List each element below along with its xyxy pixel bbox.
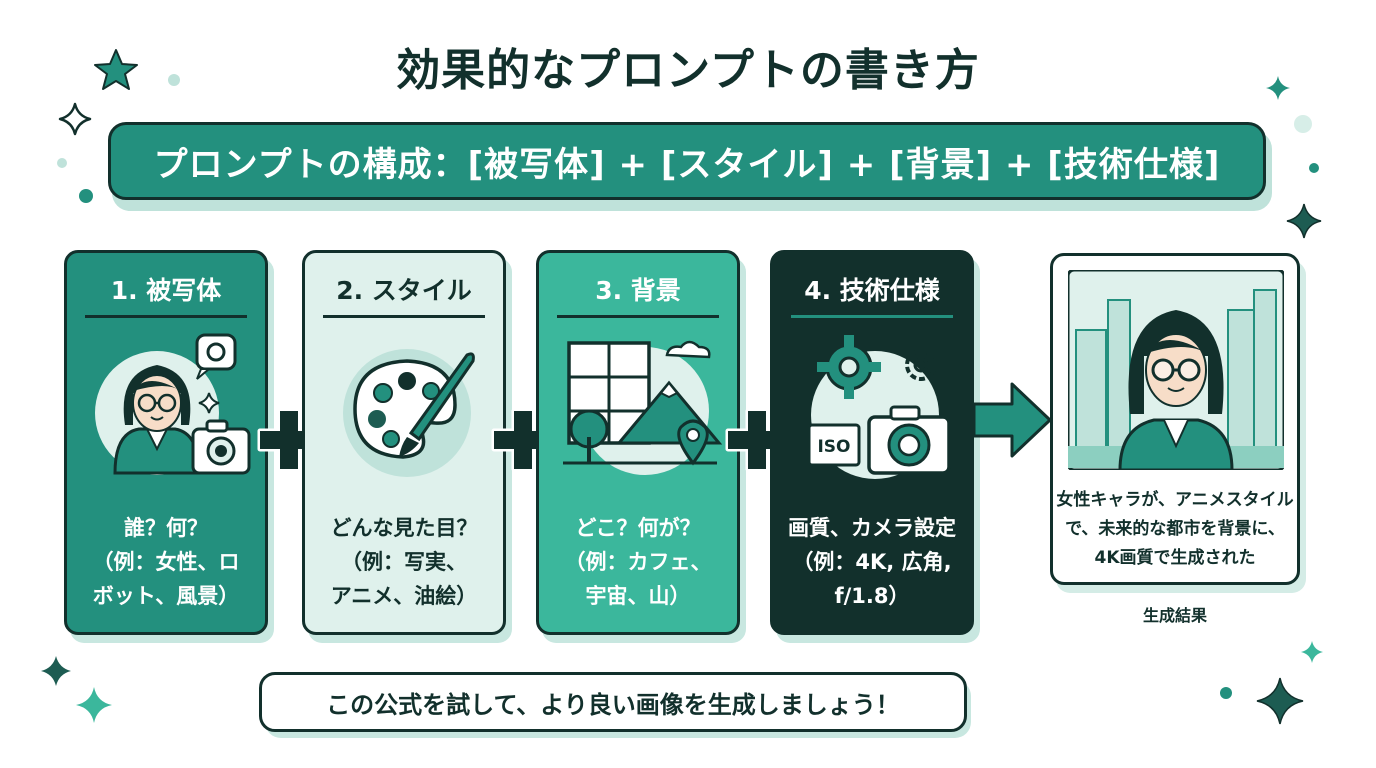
step-card-description: どこ？何が？ （例：カフェ、 宇宙、山） [564, 516, 712, 608]
card-divider [791, 315, 953, 318]
step-card-subject: 1. 被写体 誰？何？ （例：女性、ロ ボット、風景） [64, 250, 268, 635]
step-card-description: 誰？何？ （例：女性、ロ ボット、風景） [92, 516, 240, 608]
plus-icon [257, 408, 321, 472]
footer-message: この公式を試して、より良い画像を生成しましょう！ [259, 672, 967, 732]
formula-banner: プロンプトの構成：[被写体] + [スタイル] + [背景] + [技術仕様] [108, 122, 1266, 200]
step-card-style: 2. スタイル どんな見た目？ （例：写実、 アニメ、油絵） [302, 250, 506, 635]
step-card-background: 3. 背景 どこ？何が？ （例：カフェ、 宇宙、山） [536, 250, 740, 635]
palette-brush-icon [343, 349, 475, 477]
landscape-window-icon [563, 340, 723, 475]
page-title: 効果的なプロンプトの書き方 [396, 45, 980, 96]
result-caption: 生成結果 [1142, 606, 1207, 625]
step-card-technical: 4. 技術仕様 ISO 画質、カメラ設定 （例：4K, 広角, f/1.8） [770, 250, 974, 635]
step-card-title: 3. 背景 [595, 276, 681, 305]
iso-label: ISO [817, 437, 850, 457]
plus-icon [725, 408, 789, 472]
step-card-title: 2. スタイル [336, 276, 472, 305]
step-card-description: 画質、カメラ設定 （例：4K, 広角, f/1.8） [788, 516, 956, 608]
generated-anime-woman-image [1068, 270, 1284, 470]
card-divider [323, 315, 485, 318]
card-divider [85, 315, 247, 318]
step-card-title: 4. 技術仕様 [804, 276, 940, 305]
result-description: 女性キャラが、アニメスタイル で、未来的な都市を背景に、 4K画質で生成された [1056, 490, 1294, 568]
plus-icon [491, 408, 555, 472]
gear-camera-iso-icon: ISO [807, 335, 951, 479]
woman-with-camera-icon [95, 333, 251, 475]
step-card-description: どんな見た目？ （例：写実、 アニメ、油絵） [330, 516, 478, 608]
arrow-right-icon [972, 382, 1052, 458]
step-card-title: 1. 被写体 [110, 276, 222, 305]
card-divider [557, 315, 719, 318]
